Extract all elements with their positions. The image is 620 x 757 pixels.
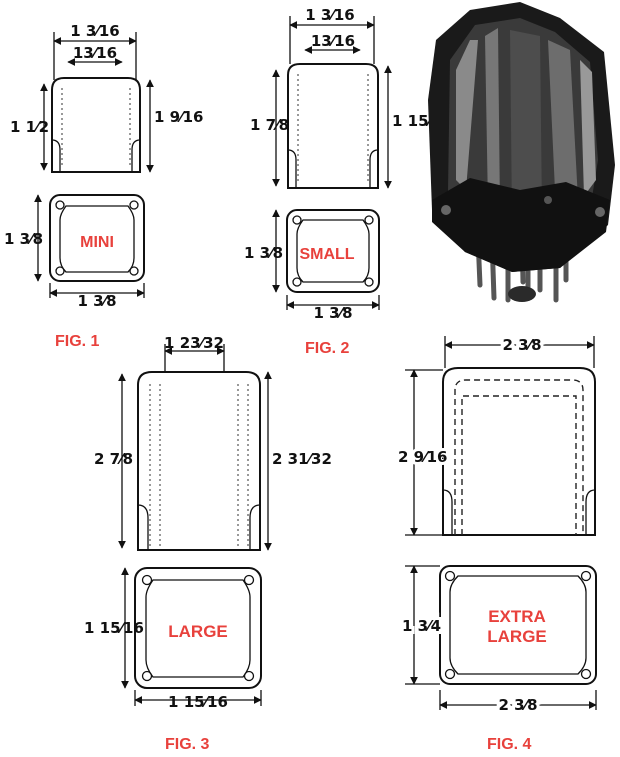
fig4-base-outline [439,565,597,685]
fig4-base-height: 1 3⁄4 [402,617,441,635]
fig4-group: 2 3⁄8 2 9⁄16 EXTRA LARGE 1 3⁄4 2 3⁄8 FIG… [395,333,597,753]
fig1-height-right: 1 9⁄16 [154,108,203,126]
fig1-cover-side-view [51,77,141,173]
fig1-base-height: 1 3⁄8 [4,230,43,248]
fig3-top-width: 1 23⁄32 [164,334,224,352]
relay-socket-photo [428,2,615,303]
fig4-size-label-line1: EXTRA [488,607,546,626]
fig4-size-label-line2: LARGE [487,627,547,646]
fig4-caption: FIG. 4 [487,736,532,753]
fig4-cover-side-view [442,367,596,536]
fig3-base-outline [134,567,262,689]
fig2-cover-side-view [287,63,379,189]
fig3-group: 1 23⁄32 2 7⁄8 2 31⁄32 LARGE 1 15⁄16 1 15… [84,334,332,753]
fig3-size-label: LARGE [168,622,228,641]
fig3-cover-side-view [137,371,261,551]
fig2-base-height: 1 3⁄8 [244,244,283,262]
fig3-base-width: 1 15⁄16 [168,693,228,711]
fig2-group: 1 3⁄16 13⁄16 1 7⁄8 1 15⁄16 SMALL 1 3⁄8 1… [244,6,452,357]
fig3-height-left: 2 7⁄8 [94,450,133,468]
fig1-caption: FIG. 1 [55,333,100,350]
fig2-height-left: 1 7⁄8 [250,116,289,134]
fig2-top-width: 1 3⁄16 [305,6,354,24]
fig2-base-width: 1 3⁄8 [313,304,352,322]
fig2-base-outline [286,209,380,293]
fig4-top-width: 2 3⁄8 [502,336,541,354]
fig2-caption: FIG. 2 [305,340,350,357]
fig1-base-width: 1 3⁄8 [77,292,116,310]
fig4-base-width: 2 3⁄8 [498,696,537,714]
fig1-top-width: 1 3⁄16 [70,22,119,40]
fig3-base-height: 1 15⁄16 [84,619,144,637]
fig1-base-outline [49,194,145,282]
fig1-inner-width: 13⁄16 [73,44,117,62]
fig2-size-label: SMALL [299,246,354,263]
fig3-caption: FIG. 3 [165,736,210,753]
fig1-size-label: MINI [80,234,114,251]
fig2-inner-width: 13⁄16 [311,32,355,50]
fig1-group: 1 3⁄16 13⁄16 1 1⁄2 1 9⁄16 MINI 1 3⁄8 1 3… [4,22,203,350]
fig4-height-left: 2 9⁄16 [398,448,447,466]
fig1-height-left: 1 1⁄2 [10,118,49,136]
fig3-height-right: 2 31⁄32 [272,450,332,468]
